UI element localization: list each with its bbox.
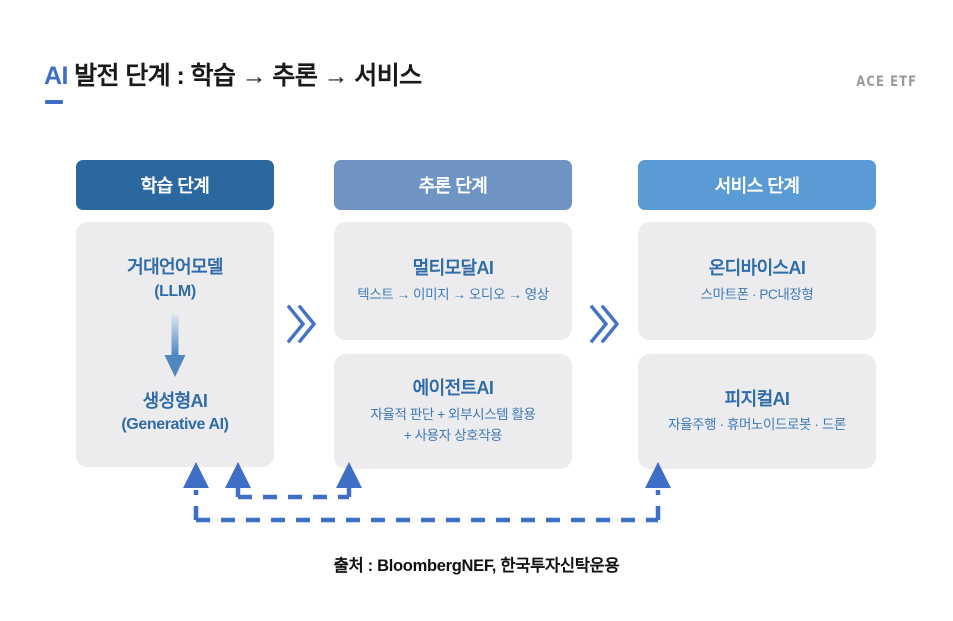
double-chevron-right-icon: [589, 304, 619, 344]
source-note: 출처 : BloombergNEF, 한국투자신탁운용: [333, 557, 620, 575]
card-subtitle2-agent-ai: + 사용자 상호작용: [403, 427, 503, 443]
ace-etf-logo: ACE ETF: [856, 74, 917, 90]
card-title-agent-ai: 에이전트AI: [412, 378, 494, 399]
card-subtitle-agent-ai: 자율적 판단 + 외부시스템 활용: [370, 406, 536, 422]
card-agent-ai: 에이전트AI 자율적 판단 + 외부시스템 활용 + 사용자 상호작용: [334, 354, 572, 469]
feedback-arrowhead-inference: [336, 462, 362, 488]
stage-column-inference: 추론 단계 멀티모달AI 텍스트 → 이미지 → 오디오 → 영상 에이전트AI…: [334, 160, 572, 469]
title-underline-accent: [45, 100, 63, 104]
stage-column-learning: 학습 단계 거대언어모델 (LLM) 생성형AI (Generative AI): [76, 160, 274, 467]
feedback-arrowhead-learning-1: [183, 462, 209, 488]
double-chevron-right-icon: [286, 304, 316, 344]
card-llm-generative: 거대언어모델 (LLM) 생성형AI (Generative AI): [76, 222, 274, 467]
card-title-llm: 거대언어모델: [127, 257, 223, 278]
page-title-rest: 발전 단계 : 학습 → 추론 → 서비스: [67, 62, 422, 90]
card-title-generative-ai: 생성형AI: [142, 390, 208, 411]
stage-header-learning: 학습 단계: [76, 160, 274, 210]
card-title-physical-ai: 피지컬AI: [724, 388, 790, 409]
card-subtitle-generative-ai: (Generative AI): [121, 415, 229, 433]
card-subtitle-multimodal-ai: 텍스트 → 이미지 → 오디오 → 영상: [357, 286, 549, 302]
stage-header-service: 서비스 단계: [638, 160, 876, 210]
page-title: AI 발전 단계 : 학습 → 추론 → 서비스: [44, 64, 422, 89]
card-multimodal-ai: 멀티모달AI 텍스트 → 이미지 → 오디오 → 영상: [334, 222, 572, 340]
feedback-arrowhead-service: [645, 462, 671, 488]
card-subtitle-llm: (LLM): [154, 282, 196, 300]
stage-column-service: 서비스 단계 온디바이스AI 스마트폰 · PC내장형 피지컬AI 자율주행 ·…: [638, 160, 876, 469]
page-header: AI 발전 단계 : 학습 → 추론 → 서비스 ACE ETF: [0, 0, 953, 130]
down-arrow-icon: [164, 314, 186, 377]
card-on-device-ai: 온디바이스AI 스마트폰 · PC내장형: [638, 222, 876, 340]
feedback-arrowhead-learning-2: [225, 462, 251, 488]
card-title-multimodal-ai: 멀티모달AI: [412, 258, 494, 279]
card-subtitle-on-device-ai: 스마트폰 · PC내장형: [700, 286, 814, 302]
card-title-on-device-ai: 온디바이스AI: [708, 258, 806, 279]
card-physical-ai: 피지컬AI 자율주행 · 휴머노이드로봇 · 드론: [638, 354, 876, 469]
feedback-arrows: [183, 462, 671, 523]
page-title-accent: AI: [44, 62, 68, 90]
stage-header-inference: 추론 단계: [334, 160, 572, 210]
card-subtitle-physical-ai: 자율주행 · 휴머노이드로봇 · 드론: [668, 417, 846, 433]
